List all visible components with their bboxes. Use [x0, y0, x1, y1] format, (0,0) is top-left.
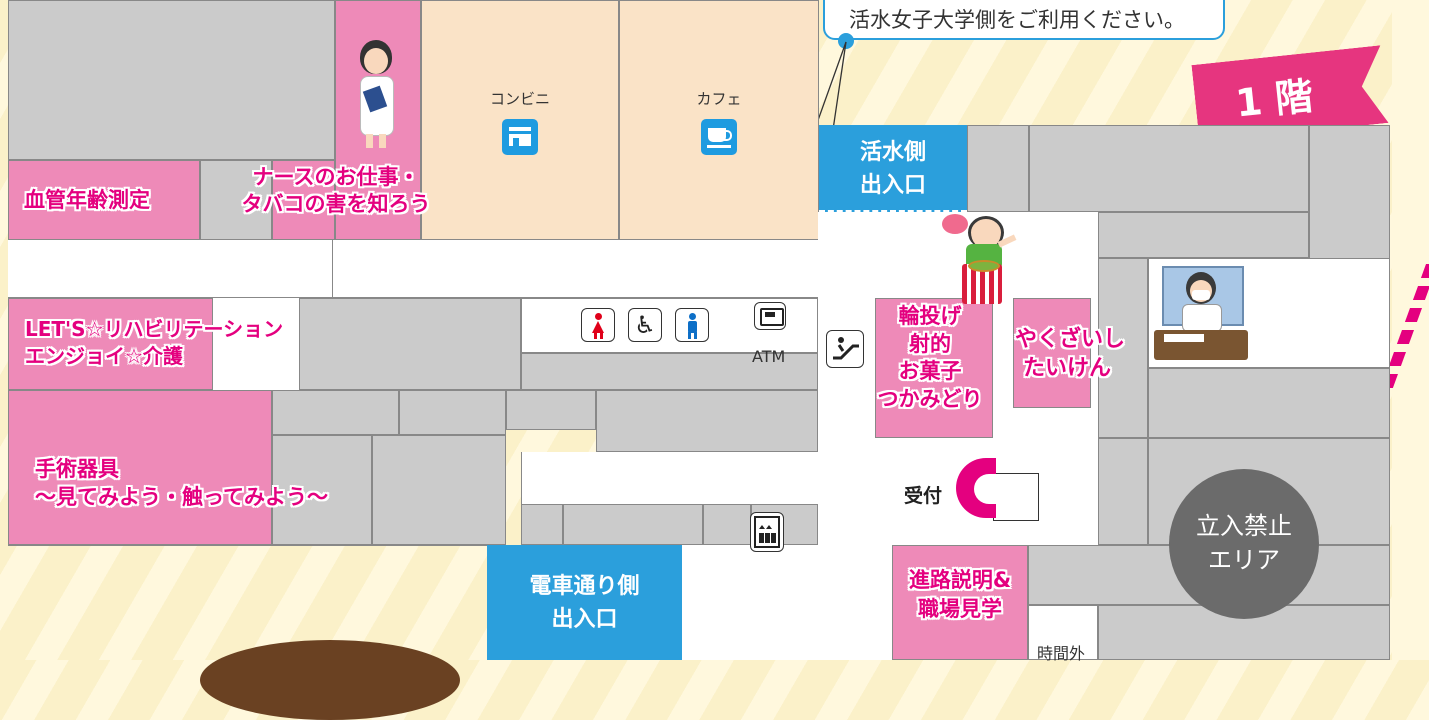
atm-label: ATM [752, 347, 786, 366]
room-block [299, 298, 521, 390]
densha-entrance[interactable]: 電車通り側 出入口 [487, 545, 682, 660]
room-block [563, 504, 703, 545]
room-block [596, 390, 818, 452]
densha-entrance-label-1: 電車通り側 [529, 573, 640, 599]
surgical-booth-line-2: 〜見てみよう・触ってみよう〜 [35, 485, 328, 510]
rehab-booth-line-2: エンジョイ☆介護 [25, 344, 183, 368]
room-block [272, 390, 399, 435]
lobby-lower [818, 545, 892, 660]
room-block [372, 435, 506, 545]
notice-text: 活水女子大学側をご利用ください。 [849, 8, 1185, 32]
corridor-nook [213, 298, 299, 390]
surgical-booth-line-1: 手術器具 [35, 457, 119, 481]
career-booth-line-2: 職場見学 [918, 597, 1002, 622]
nurse-illustration [352, 40, 400, 150]
surgical-booth-label[interactable]: 手術器具 〜見てみよう・触ってみよう〜 [35, 455, 328, 512]
hall [521, 452, 818, 504]
callout-pointer-dot [838, 33, 854, 49]
room-block [1098, 258, 1148, 438]
nurse-booth-line-1: ナースのお仕事・ [252, 165, 420, 189]
room-block [1029, 125, 1309, 212]
ring-toss-illustration [938, 210, 1020, 306]
cafe-label-group: カフェ [619, 88, 819, 155]
room-block [200, 160, 272, 240]
games-booth-area [875, 298, 993, 438]
rehab-booth-line-1: LET'S☆リハビリテーション [25, 317, 284, 341]
rehab-booth-area [8, 298, 213, 390]
rehab-booth-label[interactable]: LET'S☆リハビリテーション エンジョイ☆介護 [25, 316, 283, 370]
surgical-booth-area [8, 390, 272, 545]
vascular-booth-label[interactable]: 血管年齢測定 [24, 188, 150, 212]
kassui-doorway [819, 210, 967, 213]
event-badge-partial [200, 640, 460, 720]
kassui-entrance-label-1: 活水側 [859, 139, 926, 165]
reception-desk [993, 473, 1039, 521]
mens-restroom-icon[interactable] [675, 308, 709, 342]
pharmacist-booth-line-2: たいけん [1023, 355, 1112, 381]
games-booth-line-4: つかみどり [877, 387, 983, 412]
convenience-store-label-group: コンビニ [421, 88, 619, 155]
career-booth-area [892, 545, 1028, 660]
escalator-icon[interactable] [826, 330, 864, 368]
room-block [1098, 438, 1148, 545]
pharmacist-booth-area [1013, 298, 1091, 408]
densha-entrance-label-2: 出入口 [551, 606, 618, 632]
games-booth-line-1: 輪投げ [898, 304, 962, 328]
kassui-entrance-label-2: 出入口 [859, 172, 926, 198]
room-block [1098, 212, 1309, 258]
coffee-cup-icon[interactable] [701, 119, 737, 155]
cafe-label: カフェ [696, 90, 742, 108]
reception-counter-inner [974, 474, 996, 504]
nurse-booth-area-2 [272, 160, 335, 240]
room-block [703, 504, 751, 545]
nurse-booth-line-2: タバコの害を知ろう [241, 192, 431, 217]
games-booth-line-3: お菓子 [898, 359, 962, 384]
pharmacist-booth-label[interactable]: やくざいし たいけん [1015, 326, 1145, 383]
nurse-booth-label[interactable]: ナースのお仕事・ タバコの害を知ろう [226, 164, 446, 219]
career-booth-label[interactable]: 進路説明& 職場見学 [890, 566, 1030, 625]
elevator-icon[interactable] [750, 512, 784, 552]
reception-label: 受付 [904, 485, 943, 507]
atm-icon[interactable] [754, 302, 786, 330]
kassui-entrance[interactable]: 活水側 出入口 [819, 125, 967, 212]
room-block [521, 353, 818, 390]
restricted-area-line-1: 立入禁止 [1196, 512, 1292, 541]
room-block [506, 390, 596, 430]
notice-callout: 活水女子大学側をご利用ください。 [823, 0, 1225, 40]
after-hours-label: 時間外 [1037, 644, 1086, 663]
map-border-stripe [1281, 0, 1429, 660]
pharmacist-illustration [1150, 264, 1252, 362]
room-block [8, 0, 335, 160]
pharmacist-booth-line-1: やくざいし [1015, 327, 1126, 352]
games-booth-label[interactable]: 輪投げ 射的 お菓子 つかみどり [865, 303, 995, 414]
vascular-booth-area [8, 160, 200, 240]
divider [332, 240, 333, 298]
room-block [521, 504, 563, 545]
career-booth-line-1: 進路説明& [908, 568, 1012, 592]
games-booth-line-2: 射的 [909, 331, 951, 356]
store-icon[interactable] [502, 119, 538, 155]
accessible-restroom-icon[interactable]: ♿ [628, 308, 662, 342]
room-block [399, 390, 506, 435]
womens-restroom-icon[interactable] [581, 308, 615, 342]
restricted-area-line-2: エリア [1208, 546, 1280, 574]
room-block [1148, 368, 1390, 438]
room-block [967, 125, 1029, 212]
convenience-store-label: コンビニ [489, 90, 550, 108]
room-block [272, 435, 372, 545]
outer-wall [8, 545, 487, 546]
after-hours-room: 時間外 [1028, 605, 1098, 663]
restricted-area: 立入禁止 エリア [1169, 469, 1319, 619]
